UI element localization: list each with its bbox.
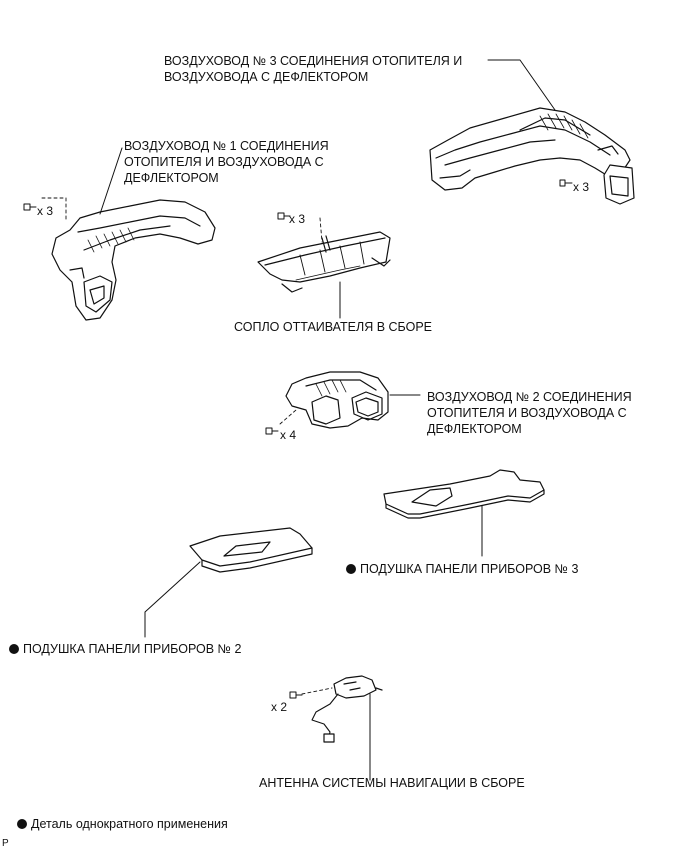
single-use-bullet-icon — [9, 643, 19, 654]
antenna-drawing — [289, 675, 383, 743]
cushion-2-drawing — [189, 527, 313, 573]
label-duct-3: ВОЗДУХОВОД № 3 СОЕДИНЕНИЯ ОТОПИТЕЛЯ И ВО… — [164, 54, 463, 84]
qty-duct-2-screws: x 4 — [280, 428, 297, 442]
label-duct-1: ВОЗДУХОВОД № 1 СОЕДИНЕНИЯ ОТОПИТЕЛЯ И ВО… — [124, 139, 329, 185]
leader-lines — [99, 59, 556, 781]
duct-2-drawing — [265, 371, 389, 435]
qty-antenna-screws: x 2 — [271, 700, 288, 714]
legend-single-use-text: Деталь однократного применения — [31, 817, 228, 831]
single-use-bullet-icon — [17, 818, 27, 829]
label-cushion-2-text: ПОДУШКА ПАНЕЛИ ПРИБОРОВ № 2 — [23, 642, 242, 656]
duct-1-drawing — [23, 197, 216, 321]
label-cushion-3-text: ПОДУШКА ПАНЕЛИ ПРИБОРОВ № 3 — [360, 562, 579, 576]
duct-3-drawing — [429, 107, 635, 205]
label-cushion-3: ПОДУШКА ПАНЕЛИ ПРИБОРОВ № 3 — [346, 561, 578, 577]
qty-nozzle-screws: x 3 — [289, 212, 306, 226]
qty-duct-1-screws: x 3 — [37, 204, 54, 218]
label-antenna: АНТЕННА СИСТЕМЫ НАВИГАЦИИ В СБОРЕ — [259, 776, 525, 790]
label-cushion-2: ПОДУШКА ПАНЕЛИ ПРИБОРОВ № 2 — [9, 641, 241, 657]
single-use-bullet-icon — [346, 563, 356, 574]
defroster-nozzle-drawing — [257, 212, 391, 293]
figure-code: P — [2, 838, 9, 849]
legend-single-use: Деталь однократного применения — [17, 816, 228, 832]
label-defroster-nozzle: СОПЛО ОТТАИВАТЕЛЯ В СБОРЕ — [234, 320, 433, 334]
label-duct-2: ВОЗДУХОВОД № 2 СОЕДИНЕНИЯ ОТОПИТЕЛЯ И ВО… — [427, 390, 632, 436]
qty-duct-3-screws: x 3 — [573, 180, 590, 194]
cushion-3-drawing — [383, 469, 545, 519]
